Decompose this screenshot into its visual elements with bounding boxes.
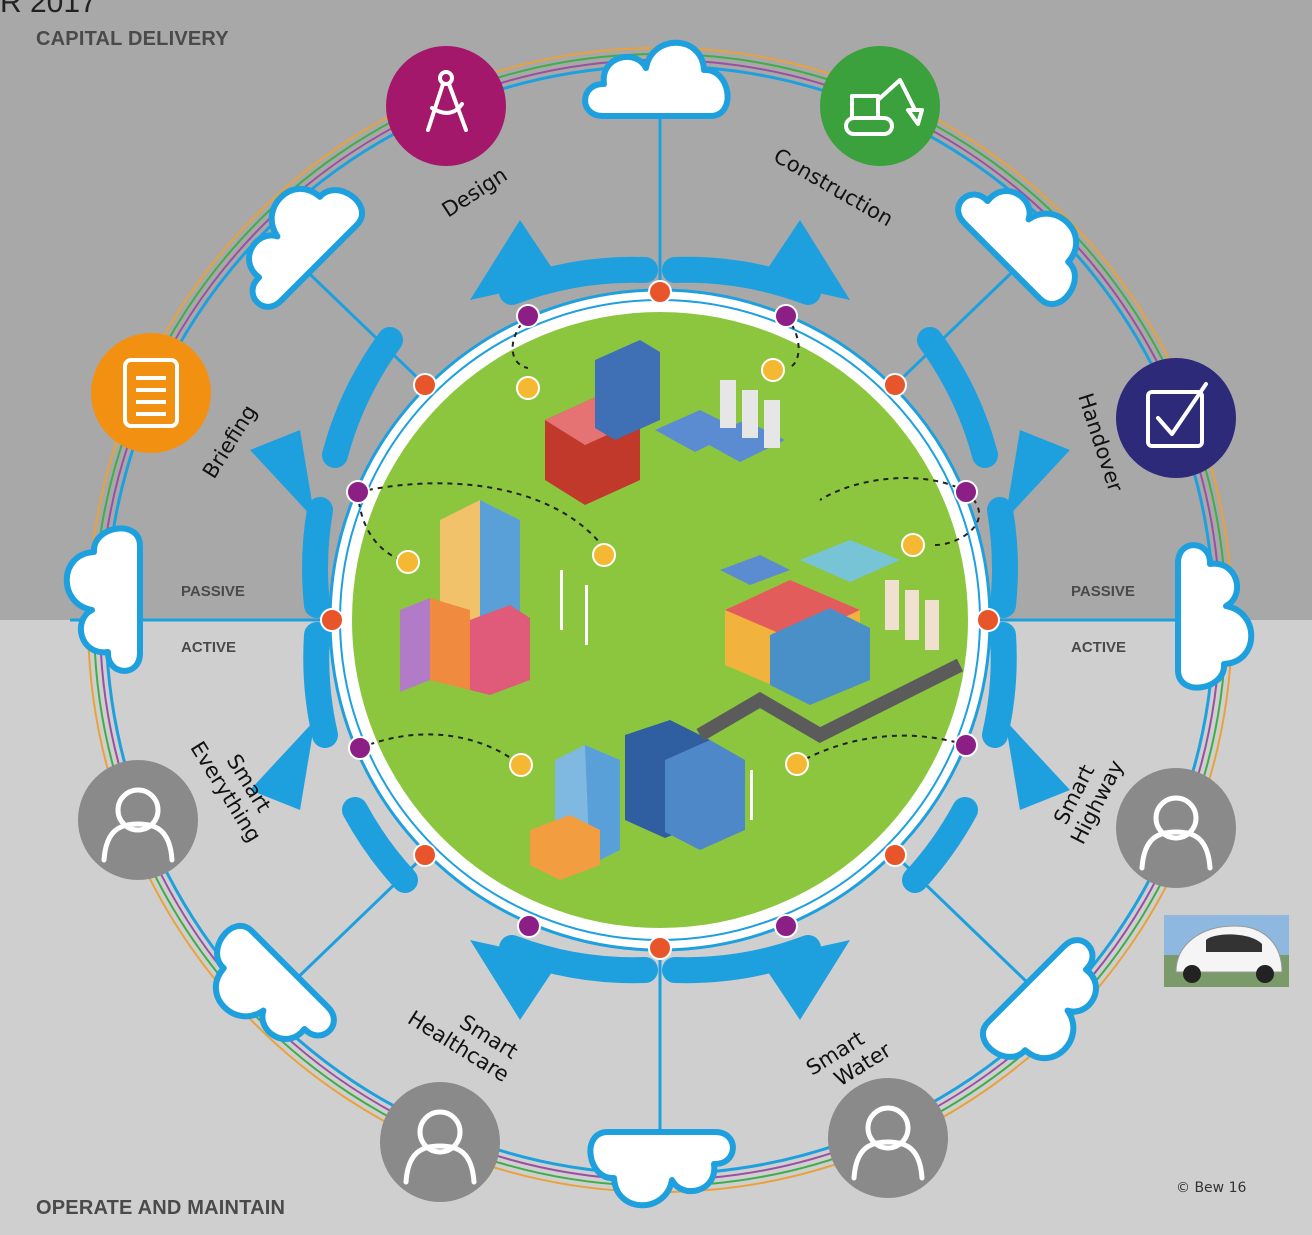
- city-block-bottom: [530, 658, 964, 880]
- purple-ring-nodes: [346, 304, 978, 938]
- left-passive-label: PASSIVE: [181, 583, 245, 600]
- smart-water-icon: [828, 1078, 948, 1198]
- checkbox-icon: [1146, 382, 1208, 448]
- gear-band: [302, 256, 1018, 984]
- header-fragment: R 2017: [0, 0, 97, 19]
- design-stage-icon: [386, 46, 506, 166]
- copyright-notice: © Bew 16: [1176, 1180, 1247, 1196]
- city-block-top: [545, 340, 785, 505]
- handover-stage-icon: [1116, 358, 1236, 478]
- smart-healthcare-icon: [380, 1082, 500, 1202]
- smart-highway-icon: [1116, 768, 1236, 888]
- right-passive-label: PASSIVE: [1071, 583, 1135, 600]
- left-active-label: ACTIVE: [181, 639, 236, 656]
- construction-stage-icon: [820, 46, 940, 166]
- excavator-icon: [844, 78, 924, 136]
- sensor-nodes: [396, 358, 925, 777]
- orange-ring-nodes: [320, 280, 1000, 960]
- document-icon: [123, 358, 179, 428]
- compass-icon: [426, 70, 468, 132]
- operate-maintain-heading: OPERATE AND MAINTAIN: [36, 1197, 286, 1219]
- smart-everything-icon: [78, 760, 198, 880]
- city-block-left: [400, 500, 588, 695]
- capital-delivery-heading: CAPITAL DELIVERY: [36, 28, 229, 50]
- briefing-stage-icon: [91, 333, 211, 453]
- right-active-label: ACTIVE: [1071, 639, 1126, 656]
- city-hub: [352, 312, 968, 928]
- city-block-right: [720, 540, 939, 705]
- autonomous-car-photo: [1164, 915, 1289, 987]
- gear-teeth: [250, 220, 1070, 1020]
